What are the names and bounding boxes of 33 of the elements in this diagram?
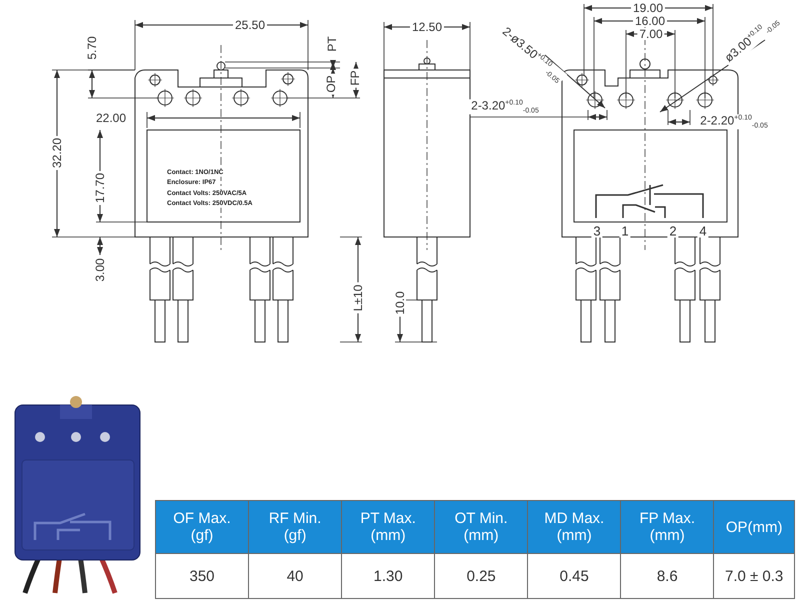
terminal-number: 2	[667, 224, 679, 238]
table-cell: 350	[156, 554, 249, 598]
dimension-label: 3.00	[94, 256, 106, 284]
dimension-label: 5.70	[86, 34, 98, 62]
terminal-number: 1	[619, 224, 631, 238]
column-header: OP(mm)	[714, 500, 794, 554]
dimension-label: L±10	[352, 282, 364, 314]
dimension-label: PT	[326, 34, 338, 54]
dimension-label: 16.00	[632, 15, 668, 27]
dimension-label: 32.20	[51, 136, 63, 170]
table-cell: 8.6	[620, 554, 714, 598]
terminal-number: 4	[697, 224, 709, 238]
column-header: MD Max. (mm)	[528, 500, 621, 554]
table-cell: 1.30	[342, 554, 435, 598]
table-cell: 7.0 ± 0.3	[714, 554, 794, 598]
table-cell: 0.45	[528, 554, 621, 598]
dimension-label: OP	[325, 73, 337, 95]
dimension-label: 22.00	[94, 112, 128, 124]
dimension-label: 7.00	[637, 28, 665, 40]
column-header: PT Max. (mm)	[342, 500, 435, 554]
column-header: OT Min. (mm)	[434, 500, 528, 554]
dimension-label: 25.50	[232, 19, 268, 31]
column-header: FP Max. (mm)	[620, 500, 714, 554]
dimension-label: FP	[349, 68, 361, 88]
table-cell: 0.25	[434, 554, 528, 598]
dimension-label: 12.50	[410, 21, 444, 33]
dimension-label: 10.0	[394, 289, 406, 317]
dimension-label: 19.00	[630, 2, 666, 14]
column-header: OF Max. (gf)	[156, 500, 249, 554]
column-header: RF Min. (gf)	[248, 500, 342, 554]
table-cell: 40	[248, 554, 342, 598]
terminal-number: 3	[591, 224, 603, 238]
dimension-label: 17.70	[94, 170, 106, 206]
